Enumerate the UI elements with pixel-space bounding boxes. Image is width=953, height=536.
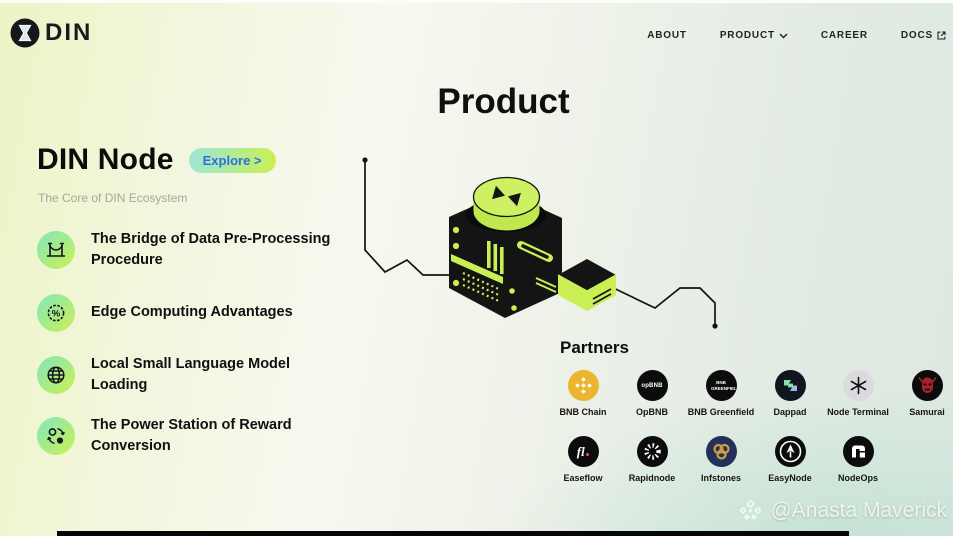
tagline: The Core of DIN Ecosystem xyxy=(38,191,188,205)
nodeops-logo-icon xyxy=(842,436,874,467)
feature-reward-conversion: The Power Station of Reward Conversion xyxy=(37,415,343,457)
partner-nodeops[interactable]: NodeOps xyxy=(820,436,896,483)
brand[interactable]: DIN xyxy=(10,18,92,48)
nav-career-label: CAREER xyxy=(820,30,868,41)
partner-opbnb[interactable]: opBNB OpBNB xyxy=(614,370,690,417)
easeflow-logo-icon: fl xyxy=(567,436,599,467)
bridge-icon xyxy=(37,231,75,270)
node-terminal-logo-icon xyxy=(842,370,874,401)
feature-bridge: The Bridge of Data Pre-Processing Proced… xyxy=(37,229,343,271)
opbnb-logo-icon: opBNB xyxy=(636,370,668,401)
partner-dappad[interactable]: Dappad xyxy=(752,370,828,417)
opbnb-logo-text: opBNB xyxy=(641,382,663,389)
feature-label: The Bridge of Data Pre-Processing Proced… xyxy=(91,231,331,269)
nav-about-label: ABOUT xyxy=(647,30,687,41)
percent-gear-icon: % xyxy=(37,294,75,332)
partner-samurai[interactable]: Samurai xyxy=(889,370,953,417)
partner-label: NodeOps xyxy=(837,473,878,483)
nav-product[interactable]: PRODUCT xyxy=(720,30,788,41)
chevron-down-icon xyxy=(779,33,788,38)
dappad-logo-icon xyxy=(774,370,806,401)
watermark: @Anasta Maverick xyxy=(738,498,947,523)
easeflow-logo-text: fl xyxy=(576,443,585,459)
partner-rapidnode[interactable]: Rapidnode xyxy=(614,436,690,483)
easeflow-logo-dot xyxy=(585,452,590,457)
page-title: Product xyxy=(437,82,570,121)
partner-label: OpBNB xyxy=(636,407,668,417)
partner-label: BNB Greenfield xyxy=(687,407,755,417)
feature-label: Local Small Language Model Loading xyxy=(91,356,291,394)
partner-label: Rapidnode xyxy=(628,473,676,483)
feature-edge-computing: % Edge Computing Advantages xyxy=(37,294,293,332)
partner-bnb-greenfield[interactable]: BNB GREENFIELD BNB Greenfield xyxy=(683,370,759,417)
partner-node-terminal[interactable]: Node Terminal xyxy=(820,370,896,417)
partner-label: Node Terminal xyxy=(827,407,889,417)
svg-text:%: % xyxy=(52,308,61,319)
reward-conversion-icon xyxy=(37,417,75,456)
external-link-icon xyxy=(937,31,946,40)
infstones-logo-icon xyxy=(705,436,737,467)
partner-easeflow[interactable]: fl Easeflow xyxy=(545,436,621,483)
samurai-logo-icon xyxy=(911,370,943,401)
top-strip xyxy=(0,0,953,3)
partner-label: Dappad xyxy=(773,407,807,417)
nav-docs-label: DOCS xyxy=(900,30,933,41)
partner-label: Infstones xyxy=(700,473,741,483)
din-logo-icon xyxy=(10,18,40,48)
bottom-bar xyxy=(57,531,849,536)
bnb-greenfield-logo-text: BNB GREENFIELD xyxy=(711,379,737,391)
partners-title: Partners xyxy=(560,338,629,357)
feature-label: The Power Station of Reward Conversion xyxy=(91,417,292,455)
nav-career[interactable]: CAREER xyxy=(821,30,868,41)
partner-label: EasyNode xyxy=(768,473,812,483)
partner-infstones[interactable]: Infstones xyxy=(683,436,759,483)
feature-label: Edge Computing Advantages xyxy=(91,304,293,321)
partner-bnb-chain[interactable]: BNB Chain xyxy=(545,370,621,417)
feature-language-model: Local Small Language Model Loading xyxy=(37,354,343,396)
brand-name: DIN xyxy=(45,19,93,46)
din-node-title: DIN Node xyxy=(37,143,174,176)
din-node-header: DIN Node Explore > xyxy=(37,143,276,177)
bnb-chain-logo-icon xyxy=(567,370,599,401)
globe-icon xyxy=(37,356,75,395)
bnb-greenfield-logo-icon: BNB GREENFIELD xyxy=(705,370,737,401)
rapidnode-logo-icon xyxy=(636,436,668,467)
explore-button[interactable]: Explore > xyxy=(188,147,276,173)
watermark-text: @Anasta Maverick xyxy=(770,498,947,522)
nav-docs[interactable]: DOCS xyxy=(901,30,946,41)
main-nav: ABOUT PRODUCT CAREER DOCS xyxy=(647,30,946,41)
watermark-diamond-icon xyxy=(739,499,763,520)
partner-label: Samurai xyxy=(909,407,945,417)
partner-label: Easeflow xyxy=(563,473,603,483)
node-machine-illustration xyxy=(362,157,718,329)
easynode-logo-icon xyxy=(774,436,806,467)
nav-product-label: PRODUCT xyxy=(719,30,775,41)
partner-easynode[interactable]: EasyNode xyxy=(752,436,828,483)
nav-about[interactable]: ABOUT xyxy=(647,30,687,41)
partner-label: BNB Chain xyxy=(559,407,607,417)
